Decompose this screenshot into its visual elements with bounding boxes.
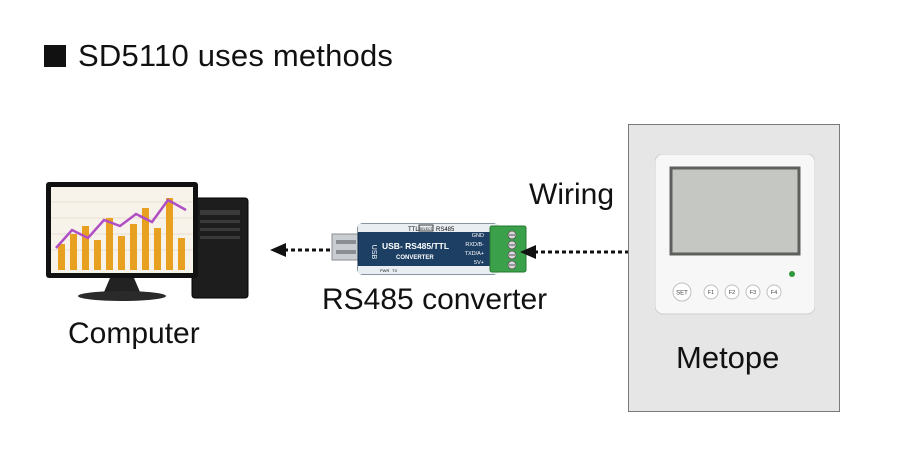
usb-plug — [331, 233, 361, 261]
pin-txd: TXD/A+ — [465, 251, 484, 257]
label-rs485: RS485 — [436, 227, 455, 233]
button-set: SET — [676, 291, 688, 297]
converter-subtitle: CONVERTER — [396, 255, 434, 261]
arrow-to-computer — [270, 243, 338, 257]
screen-line-chart — [55, 198, 187, 249]
screen-bar-chart — [58, 198, 185, 270]
select-switch — [418, 224, 434, 232]
lcd-screen — [669, 166, 801, 256]
led-pwr: PWR — [380, 268, 389, 273]
label-wiring: Wiring — [529, 178, 615, 211]
terminal-block — [489, 225, 527, 273]
diagram-heading: SD5110 uses methods — [44, 38, 393, 74]
pin-5v: 5V+ — [474, 260, 484, 266]
pin-gnd: GND — [472, 233, 484, 239]
monitor-stand — [104, 278, 140, 292]
pin-rxd: RXD/B- — [465, 242, 484, 248]
thermostat-buttons: SET F1 F2 F3 F4 — [672, 282, 782, 302]
square-bullet-icon — [44, 45, 66, 67]
label-usb: USB — [370, 245, 377, 260]
label-computer: Computer — [68, 317, 200, 350]
button-f4: F4 — [771, 290, 777, 296]
pin-labels: GND RXD/B- TXD/A+ 5V+ — [465, 233, 485, 266]
label-converter: RS485 converter — [322, 283, 548, 316]
arrow-left-icon — [520, 245, 536, 259]
label-ttl: TTL — [408, 227, 419, 233]
thermostat-illustration: SET F1 F2 F3 F4 — [655, 154, 815, 315]
arrow-to-converter — [520, 245, 640, 259]
button-f3: F3 — [750, 290, 756, 296]
heading-text: SD5110 uses methods — [78, 38, 394, 73]
computer-illustration — [46, 182, 249, 301]
status-led — [789, 271, 795, 277]
button-f2: F2 — [729, 290, 735, 296]
button-f1: F1 — [708, 290, 714, 296]
led-tx: TX — [392, 268, 397, 273]
rs485-converter-illustration: TTL SELECT RS485 USB USB- RS485/TTL CONV… — [331, 223, 527, 275]
label-device: Metope — [676, 340, 780, 375]
label-select: SELECT — [419, 227, 433, 231]
led-labels: PWR TX — [380, 268, 397, 273]
arrow-left-icon — [270, 243, 286, 257]
converter-title: USB- RS485/TTL — [382, 241, 449, 251]
